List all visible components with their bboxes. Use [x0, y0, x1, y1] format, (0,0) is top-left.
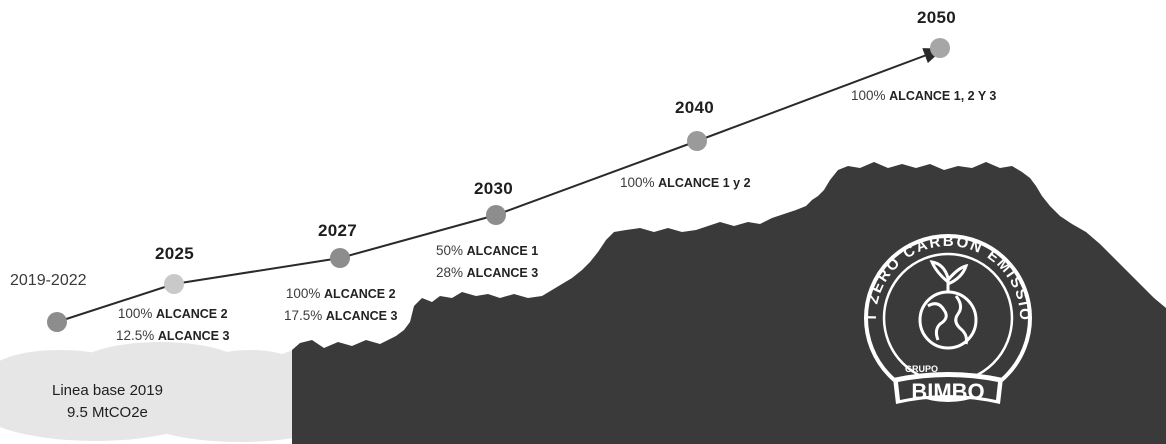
milestone-dot-2030 — [486, 205, 506, 225]
milestone-year-2040: 2040 — [675, 98, 715, 117]
note-pct: 17.5% — [284, 308, 323, 323]
note-pct: 100% — [285, 286, 321, 301]
note-pct: 50% — [436, 243, 464, 258]
milestone-year-2030: 2030 — [474, 179, 514, 198]
milestone-note-2027: 100% ALCANCE 2 17.5% ALCANCE 3 — [284, 283, 397, 327]
milestone-year-2025: 2025 — [155, 244, 195, 263]
milestone-dot-2027 — [330, 248, 350, 268]
baseline-label: Linea base 2019 9.5 MtCO2e — [52, 380, 163, 424]
note-pct: 100% — [851, 88, 886, 103]
milestone-note-2030: 50% ALCANCE 1 28% ALCANCE 3 — [436, 240, 538, 284]
cloud-decoration — [0, 342, 350, 442]
note-scope: ALCANCE 1 — [466, 244, 539, 258]
globe-with-sprout-icon — [918, 260, 978, 350]
milestone-year-2050: 2050 — [917, 8, 957, 27]
note-scope: ALCANCE 2 — [156, 307, 228, 321]
milestone-year-2019-2022: 2019-2022 — [10, 272, 87, 289]
note-pct: 28% — [436, 265, 464, 280]
badge-brand: BIMBO — [911, 379, 984, 404]
note-pct: 12.5% — [116, 328, 155, 343]
baseline-value: 9.5 MtCO2e — [67, 404, 148, 421]
note-scope: ALCANCE 2 — [324, 287, 396, 301]
note-scope: ALCANCE 3 — [466, 266, 539, 280]
milestone-note-2025: 100% ALCANCE 2 12.5% ALCANCE 3 — [116, 303, 229, 347]
baseline-title: Linea base 2019 — [52, 382, 163, 399]
milestone-note-2050: 100% ALCANCE 1, 2 Y 3 — [851, 85, 996, 107]
milestone-dot-2025 — [164, 274, 184, 294]
note-pct: 100% — [117, 306, 153, 321]
trajectory-arrow — [56, 48, 944, 323]
milestone-year-2027: 2027 — [318, 221, 358, 240]
milestone-dots — [47, 38, 950, 332]
milestone-dot-2040 — [687, 131, 707, 151]
mountain-silhouette — [292, 162, 1166, 444]
note-pct: 100% — [620, 175, 655, 190]
note-scope: ALCANCE 3 — [325, 309, 398, 323]
milestone-note-2040: 100% ALCANCE 1 y 2 — [620, 172, 751, 194]
badge-group-label: GRUPO — [905, 364, 938, 374]
note-scope: ALCANCE 1 y 2 — [658, 176, 751, 190]
milestone-dot-2050 — [930, 38, 950, 58]
note-scope: ALCANCE 1, 2 Y 3 — [889, 89, 997, 103]
note-scope: ALCANCE 3 — [157, 329, 230, 343]
milestone-dot-2019 — [47, 312, 67, 332]
